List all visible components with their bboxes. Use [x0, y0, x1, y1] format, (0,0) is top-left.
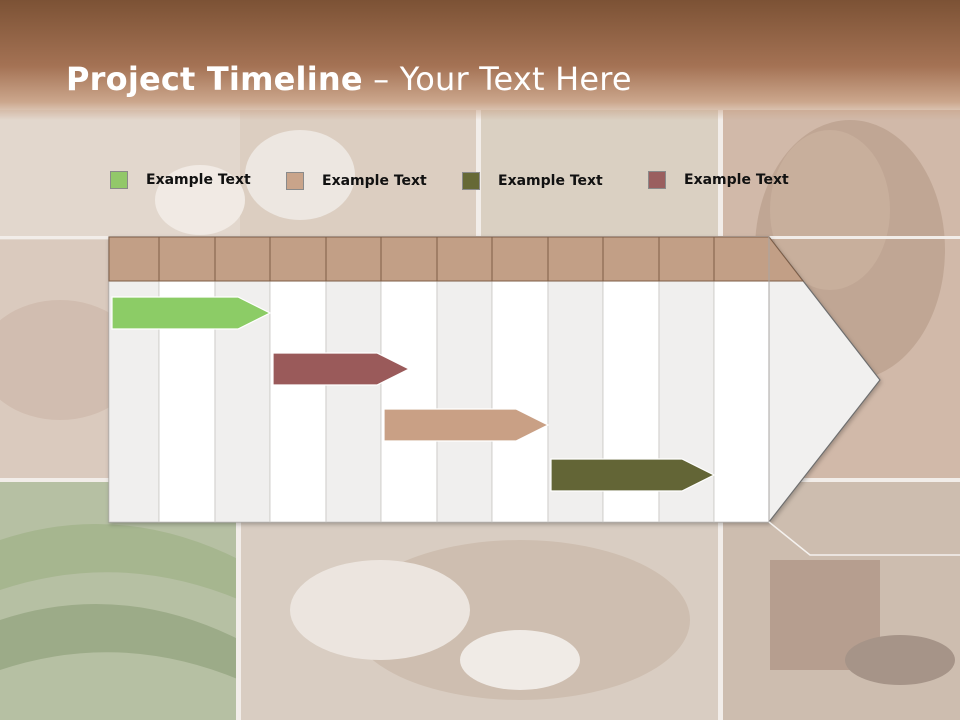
legend-label: Example Text: [684, 172, 789, 188]
month-column: [491, 280, 549, 523]
legend-swatch-olive: [462, 172, 480, 190]
title-rest: – Your Text Here: [362, 60, 632, 98]
task-arrow-1: [111, 296, 272, 330]
pointer-line: [768, 521, 960, 556]
month-column: [436, 280, 493, 523]
task-arrow-4: [550, 458, 716, 492]
task-arrow-3: [383, 408, 550, 442]
legend-swatch-tan: [286, 172, 304, 190]
legend-swatch-green: [110, 171, 128, 189]
title-band: [0, 0, 960, 120]
month-column: [325, 280, 382, 523]
legend-label: Example Text: [498, 173, 603, 189]
month-column: [380, 280, 438, 523]
legend-label: Example Text: [322, 173, 427, 189]
legend-label: Example Text: [146, 172, 251, 188]
month-header-band: [108, 236, 805, 282]
legend-swatch-maroon: [648, 171, 666, 189]
title-bold: Project Timeline: [66, 60, 363, 98]
task-arrow-2: [272, 352, 411, 386]
month-column: [713, 280, 770, 523]
month-column: [269, 280, 327, 523]
page-title: Project Timeline – Your Text Here: [66, 60, 632, 98]
